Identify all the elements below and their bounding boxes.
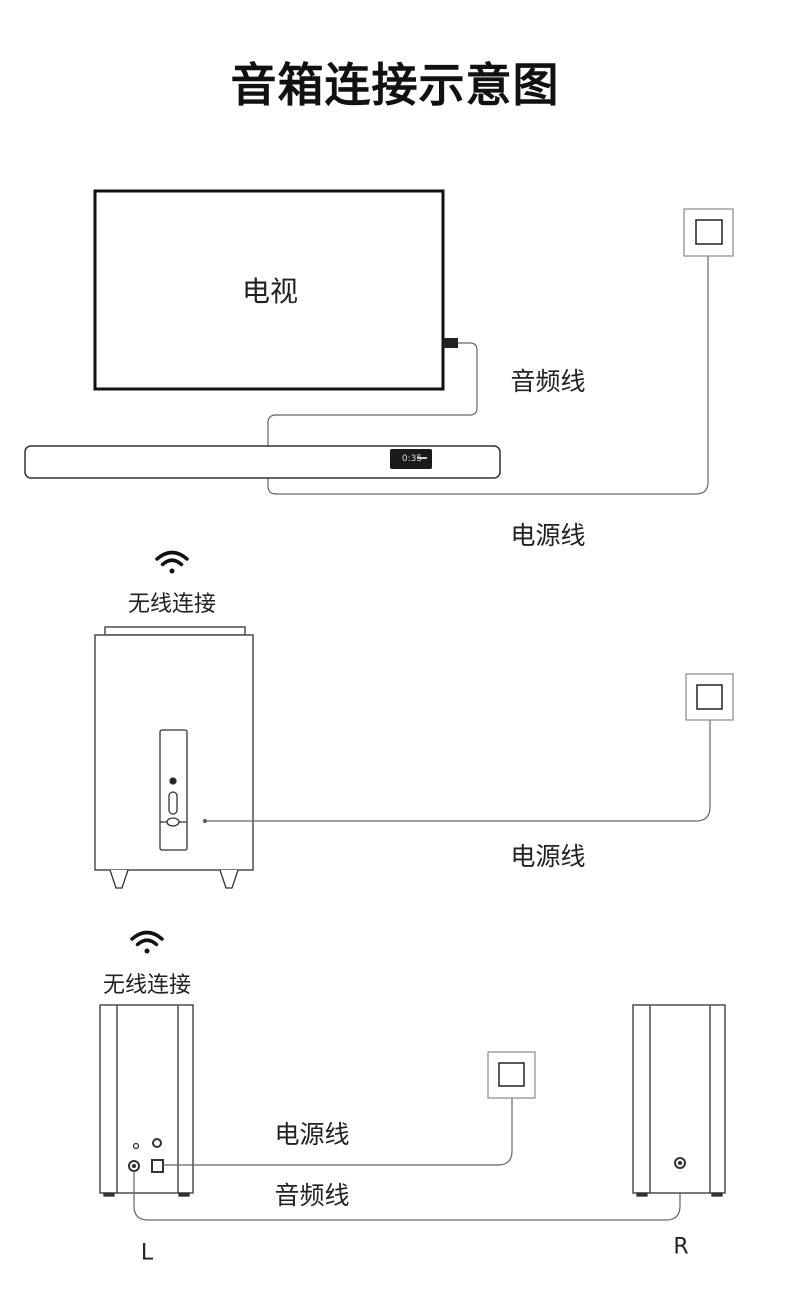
- audio-cable: [133, 1168, 681, 1221]
- power-cable: [163, 1098, 513, 1166]
- wireless-label: 无线连接: [127, 592, 217, 617]
- power-cable-label: 电源线: [510, 521, 586, 550]
- left-speaker: [99, 1004, 194, 1197]
- right-speaker-label: R: [673, 1234, 689, 1260]
- left-speaker-label: L: [140, 1240, 154, 1266]
- right-speaker: [632, 1004, 726, 1197]
- power-outlet: [683, 208, 734, 257]
- page-title: 音箱连接示意图: [230, 58, 560, 112]
- tv-audio-port-plug: [443, 338, 458, 348]
- tv-label: 电视: [241, 275, 299, 308]
- wifi-icon: [155, 550, 189, 574]
- audio-cable: [267, 342, 478, 446]
- soundbar: [24, 445, 501, 479]
- power-cable: [205, 720, 711, 822]
- power-cable: [267, 256, 709, 495]
- audio-cable-label: 音频线: [274, 1181, 350, 1210]
- subwoofer: [94, 626, 254, 889]
- power-cable-label: 电源线: [510, 842, 586, 871]
- tv: [93, 189, 445, 391]
- wireless-label: 无线连接: [102, 973, 192, 998]
- power-outlet: [685, 673, 734, 721]
- power-outlet: [487, 1051, 536, 1099]
- audio-cable-label: 音频线: [510, 367, 586, 396]
- power-cable-label: 电源线: [274, 1120, 350, 1149]
- wifi-icon: [130, 930, 164, 954]
- soundbar-display: 0:35: [401, 454, 423, 464]
